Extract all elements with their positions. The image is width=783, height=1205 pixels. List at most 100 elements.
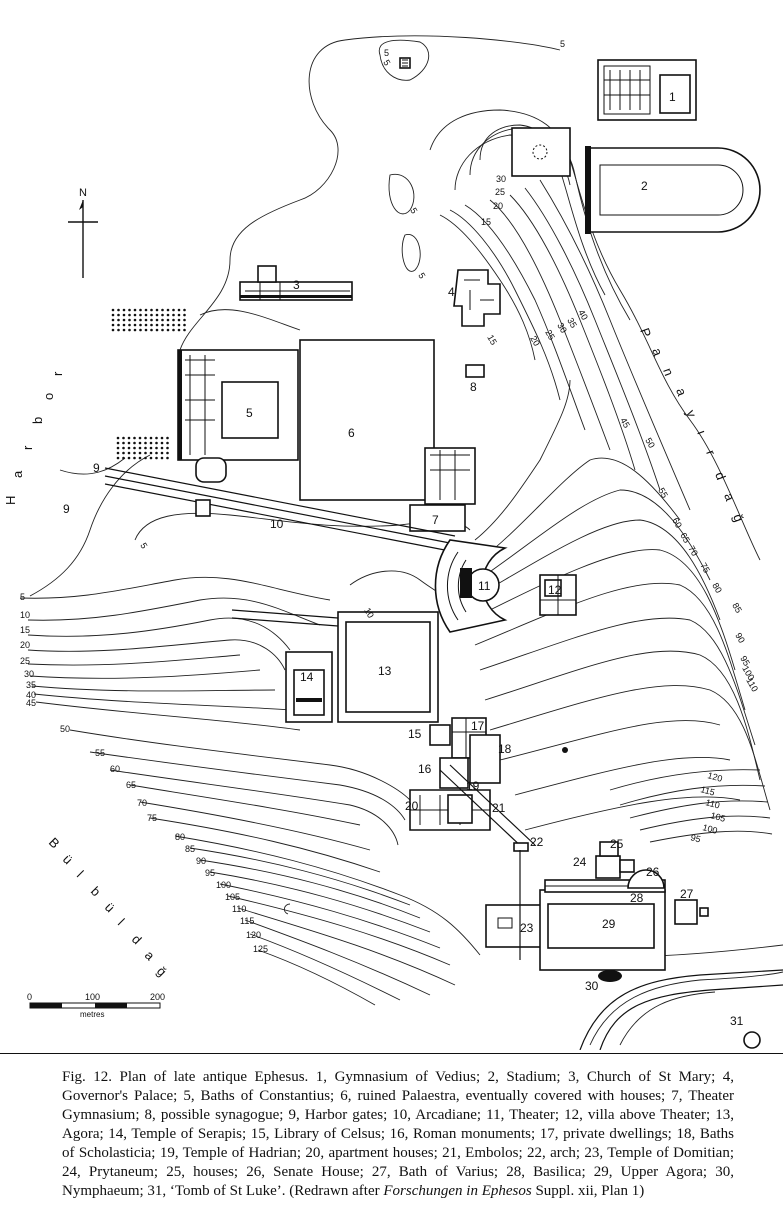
dot-marker xyxy=(144,313,148,317)
dot-marker xyxy=(111,308,115,312)
dot-marker xyxy=(138,436,142,440)
contour-label-west: 20 xyxy=(20,640,30,650)
contour-label-top: 20 xyxy=(493,201,503,211)
building-1-gymnasium-of-vedius xyxy=(597,59,697,121)
panayir-letter: a xyxy=(673,386,690,399)
caption-source-title: Forschungen in Ephesos xyxy=(383,1183,532,1199)
dot-marker xyxy=(127,451,131,455)
contour-label-panayir: 15 xyxy=(485,333,499,347)
building-number-label: 8 xyxy=(470,380,477,394)
dot-marker xyxy=(111,313,115,317)
panayir-letter: P xyxy=(637,326,654,339)
dot-marker xyxy=(166,436,169,440)
building-24-prytaneum xyxy=(595,855,621,879)
dot-marker xyxy=(122,308,126,312)
dot-marker xyxy=(133,446,136,450)
dot-marker xyxy=(155,323,159,327)
contour-label-west: 110 xyxy=(232,904,246,914)
contour-label-top: 15 xyxy=(481,217,491,227)
scale-bar: 0 100 200 metres xyxy=(27,992,165,1019)
dot-marker xyxy=(149,451,153,455)
dot-marker xyxy=(144,323,148,327)
building-10-arcadiane xyxy=(104,467,456,553)
dot-marker xyxy=(149,441,153,445)
contour-label-panayir: 40 xyxy=(576,308,590,322)
dot-marker xyxy=(128,308,131,312)
dot-marker xyxy=(133,323,137,327)
building-31-tomb-of-st-luke xyxy=(743,1031,761,1049)
dot-marker xyxy=(139,313,142,317)
contour-label-west: 25 xyxy=(20,656,30,666)
scale-tick-100: 100 xyxy=(85,992,100,1002)
dot-marker xyxy=(128,318,131,322)
contour-label-west: 125 xyxy=(253,944,268,954)
contour-label-panayir: 5 xyxy=(138,541,149,550)
building-number-label: 29 xyxy=(602,917,616,931)
bulbuldag-letter: b xyxy=(88,884,104,900)
dot-marker xyxy=(144,456,147,460)
contour-label-panayir: 80 xyxy=(710,581,724,595)
contour-label-west: 40 xyxy=(26,690,36,700)
contour-label-west: 15 xyxy=(20,625,30,635)
dot-marker xyxy=(111,318,115,322)
dot-marker xyxy=(122,441,125,445)
building-number-label: 27 xyxy=(680,887,694,901)
contour-label-west: 90 xyxy=(196,856,206,866)
dot-marker xyxy=(139,308,142,312)
contour-label-west: 80 xyxy=(175,832,185,842)
dot-marker xyxy=(177,308,181,312)
contour-label-top: 5 xyxy=(560,39,565,49)
contour-label-panayir: 110 xyxy=(744,676,760,693)
contour-label-east: 110 xyxy=(704,797,720,810)
building-number-label: 3 xyxy=(293,278,300,292)
building-number-label: 6 xyxy=(348,426,355,440)
contour-label-top: 25 xyxy=(495,187,505,197)
dot-marker xyxy=(166,313,170,317)
building-number-label: 25 xyxy=(610,837,624,851)
harbor-letter: r xyxy=(20,445,35,450)
dot-marker xyxy=(111,323,115,327)
contour-label-panayir: 5 xyxy=(408,206,419,215)
dot-marker xyxy=(133,441,136,445)
building-12-villa-above-theater xyxy=(539,574,577,616)
contour-label-top: 5 xyxy=(384,48,389,58)
dot-marker xyxy=(177,318,181,322)
dot-marker xyxy=(127,446,131,450)
dot-marker xyxy=(161,318,164,322)
dot-marker xyxy=(111,328,115,332)
panayir-letter: d xyxy=(712,470,729,482)
dot-marker xyxy=(133,313,137,317)
building-11-theater xyxy=(434,539,508,633)
building-number-label: 13 xyxy=(378,664,392,678)
contour-label-west: 95 xyxy=(205,868,215,878)
dot-marker xyxy=(116,446,120,450)
contour-label-panayir: 55 xyxy=(656,486,670,500)
building-14-temple-of-serapis xyxy=(285,651,333,723)
dot-marker xyxy=(161,313,164,317)
dot-marker xyxy=(183,323,186,327)
dot-marker xyxy=(160,451,164,455)
dot-marker xyxy=(161,323,164,327)
contour-label-panayir: 25 xyxy=(543,328,557,342)
dot-marker xyxy=(117,323,120,327)
panayir-letter: r xyxy=(703,448,719,458)
contour-label-panayir: 30 xyxy=(555,321,569,335)
dot-marker xyxy=(166,318,170,322)
dot-marker xyxy=(122,323,126,327)
dot-marker xyxy=(144,436,147,440)
bulbuldag-letter: ğ xyxy=(154,964,170,980)
dot-marker xyxy=(144,318,148,322)
dot-marker xyxy=(172,308,175,312)
harbor-letter: b xyxy=(30,417,45,424)
dot-marker xyxy=(127,441,131,445)
dot-marker xyxy=(139,323,142,327)
dot-marker xyxy=(138,446,142,450)
contour-label-panayir: 95 xyxy=(738,654,752,668)
dot-marker xyxy=(161,308,164,312)
contour-label-panayir: 90 xyxy=(733,631,747,645)
contour-label-panayir: 65 xyxy=(678,531,692,545)
building-number-label: 28 xyxy=(630,891,644,905)
bulbuldag-letter: a xyxy=(142,948,158,964)
building-number-label: 17 xyxy=(471,719,485,733)
